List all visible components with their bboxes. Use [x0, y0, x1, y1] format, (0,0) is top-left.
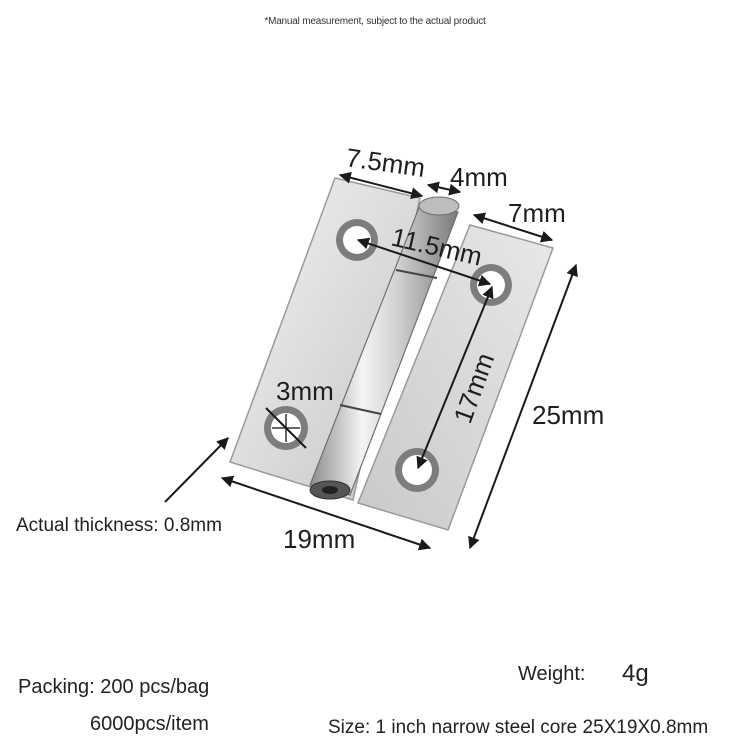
dim-line-pin — [426, 181, 462, 196]
thickness-label: Actual thickness: 0.8mm — [16, 515, 222, 536]
dim-line-width — [220, 475, 432, 551]
dim-line-diagonal — [356, 237, 492, 287]
dim-label-hole: 3mm — [276, 376, 334, 406]
packing-line-2: 6000pcs/item — [90, 713, 209, 735]
dim-label-top-left: 7.5mm — [344, 142, 427, 183]
measurement-note: *Manual measurement, subject to the actu… — [264, 16, 486, 27]
weight-value: 4g — [622, 660, 649, 687]
weight-label: Weight: — [518, 663, 586, 685]
dim-line-height — [468, 263, 578, 550]
dim-label-height: 25mm — [532, 400, 604, 430]
dim-label-top-right: 7mm — [508, 198, 566, 228]
dim-line-thickness — [164, 437, 229, 503]
dim-line-hole — [265, 407, 307, 449]
packing-line-1: Packing: 200 pcs/bag — [18, 676, 210, 698]
size-spec: Size: 1 inch narrow steel core 25X19X0.8… — [328, 717, 709, 738]
screw-hole-bottom-right — [395, 448, 439, 492]
dim-label-pin: 4mm — [450, 162, 508, 192]
dim-line-top-right — [472, 212, 554, 243]
dim-line-top-left — [338, 171, 424, 200]
dim-label-width: 19mm — [283, 524, 355, 554]
dimension-lines — [164, 171, 578, 551]
screw-hole-top-left — [336, 219, 378, 261]
